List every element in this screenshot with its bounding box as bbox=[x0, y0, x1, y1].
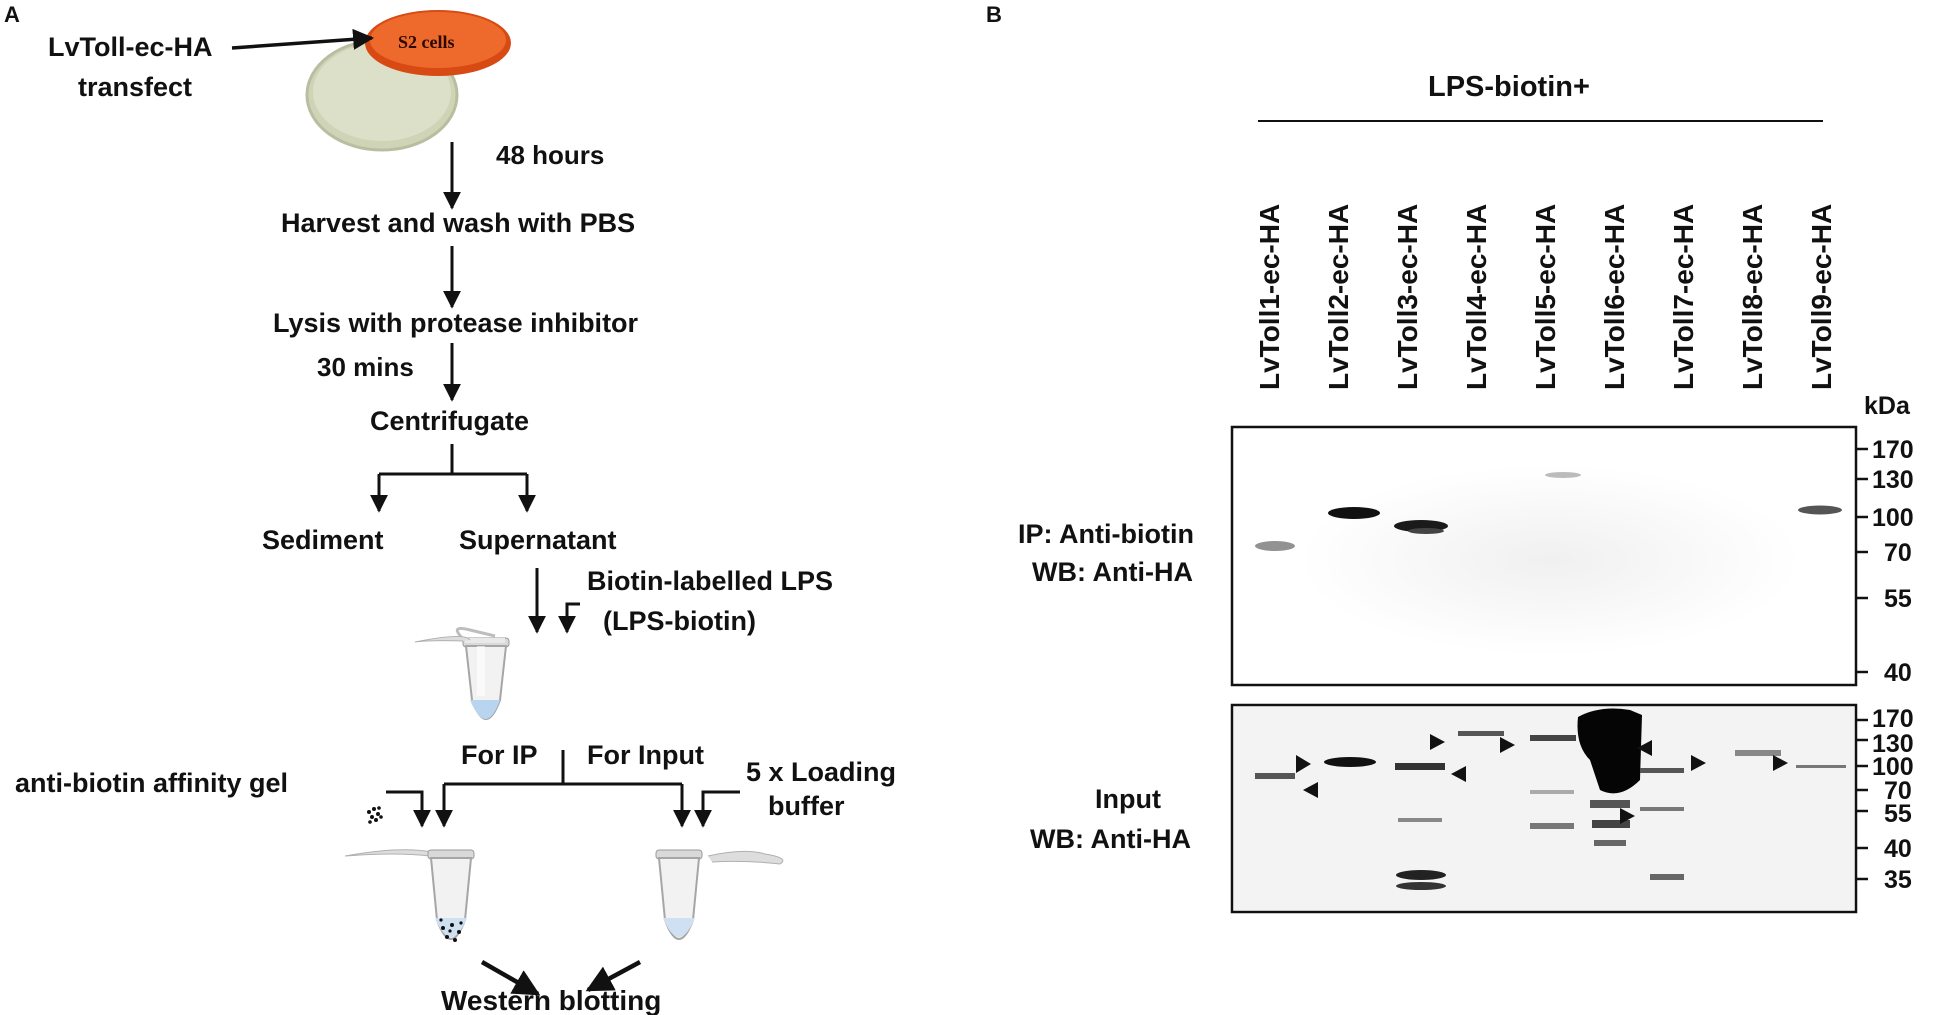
affinity-gel-arrow bbox=[386, 790, 431, 828]
lane-label-1: LvToll1-ec-HA bbox=[1254, 204, 1285, 390]
for-ip-label: For IP bbox=[461, 740, 538, 770]
step-lysis: Lysis with protease inhibitor bbox=[273, 308, 639, 338]
input-to-western-arrow bbox=[585, 960, 642, 992]
input-marker-130: 130 bbox=[1872, 730, 1914, 758]
panel-b-label: B bbox=[986, 2, 1002, 27]
ip-input-bracket bbox=[435, 750, 691, 828]
ip-size-markers bbox=[1856, 447, 1868, 674]
input-size-markers bbox=[1856, 718, 1868, 881]
lane-label-9: LvToll9-ec-HA bbox=[1806, 204, 1837, 390]
sediment-label: Sediment bbox=[262, 525, 384, 555]
input-tube-illustration bbox=[655, 849, 784, 940]
input-marker-170: 170 bbox=[1872, 705, 1914, 733]
lane-label-4: LvToll4-ec-HA bbox=[1461, 204, 1492, 390]
step-centrifugate: Centrifugate bbox=[370, 406, 529, 436]
input-marker-55: 55 bbox=[1884, 800, 1912, 828]
ip-marker-170: 170 bbox=[1872, 436, 1914, 464]
lps-label-line2: (LPS-biotin) bbox=[603, 606, 756, 636]
ip-marker-70: 70 bbox=[1884, 539, 1912, 567]
transfect-label-line2: transfect bbox=[78, 72, 192, 102]
gel-beads-icon bbox=[367, 806, 383, 824]
ip-marker-55: 55 bbox=[1884, 585, 1912, 613]
input-marker-100: 100 bbox=[1872, 753, 1914, 781]
input-label-line1: Input bbox=[1095, 784, 1161, 814]
lps-biotin-header: LPS-biotin+ bbox=[1428, 71, 1590, 103]
kda-label: kDa bbox=[1864, 392, 1911, 420]
lane-label-3: LvToll3-ec-HA bbox=[1392, 204, 1423, 390]
step-time: 48 hours bbox=[496, 140, 604, 170]
ip-to-western-arrow bbox=[480, 960, 541, 996]
western-blotting-label: Western blotting bbox=[441, 985, 661, 1015]
panel-a-label: A bbox=[4, 2, 20, 27]
input-label-line2: WB: Anti-HA bbox=[1030, 824, 1191, 854]
input-marker-70: 70 bbox=[1884, 777, 1912, 805]
step-harvest: Harvest and wash with PBS bbox=[281, 208, 635, 238]
ip-marker-130: 130 bbox=[1872, 466, 1914, 494]
loading-buffer-arrow bbox=[694, 790, 740, 828]
lane-labels: LvToll1-ec-HA LvToll2-ec-HA LvToll3-ec-H… bbox=[1254, 204, 1837, 390]
step-lysis-time: 30 mins bbox=[317, 352, 414, 382]
ip-label-line1: IP: Anti-biotin bbox=[1018, 519, 1194, 549]
affinity-gel-label: anti-biotin affinity gel bbox=[15, 768, 288, 798]
ip-blot bbox=[1230, 425, 1858, 687]
dish-label: S2 cells bbox=[398, 32, 455, 52]
for-input-label: For Input bbox=[587, 740, 704, 770]
supernatant-label: Supernatant bbox=[459, 525, 617, 555]
ip-marker-40: 40 bbox=[1884, 659, 1912, 687]
lps-label-line1: Biotin-labelled LPS bbox=[587, 566, 833, 596]
lane-label-7: LvToll7-ec-HA bbox=[1668, 204, 1699, 390]
ip-label-line2: WB: Anti-HA bbox=[1032, 557, 1193, 587]
lane-label-2: LvToll2-ec-HA bbox=[1323, 204, 1354, 390]
lps-arrow bbox=[558, 602, 580, 634]
lane-label-6: LvToll6-ec-HA bbox=[1599, 204, 1630, 390]
input-blot bbox=[1230, 703, 1858, 914]
input-marker-35: 35 bbox=[1884, 866, 1912, 894]
input-marker-40: 40 bbox=[1884, 835, 1912, 863]
lane-label-5: LvToll5-ec-HA bbox=[1530, 204, 1561, 390]
split-bracket bbox=[370, 444, 536, 513]
mixing-tube-illustration bbox=[414, 626, 510, 720]
ip-tube-illustration bbox=[344, 849, 475, 942]
loading-buffer-line1: 5 x Loading bbox=[746, 757, 896, 787]
ip-marker-100: 100 bbox=[1872, 504, 1914, 532]
transfect-label-line1: LvToll-ec-HA bbox=[48, 32, 213, 62]
loading-buffer-line2: buffer bbox=[768, 791, 845, 821]
lane-label-8: LvToll8-ec-HA bbox=[1737, 204, 1768, 390]
transfect-arrow bbox=[231, 28, 375, 50]
petri-dish-illustration: S2 cells bbox=[305, 10, 511, 152]
